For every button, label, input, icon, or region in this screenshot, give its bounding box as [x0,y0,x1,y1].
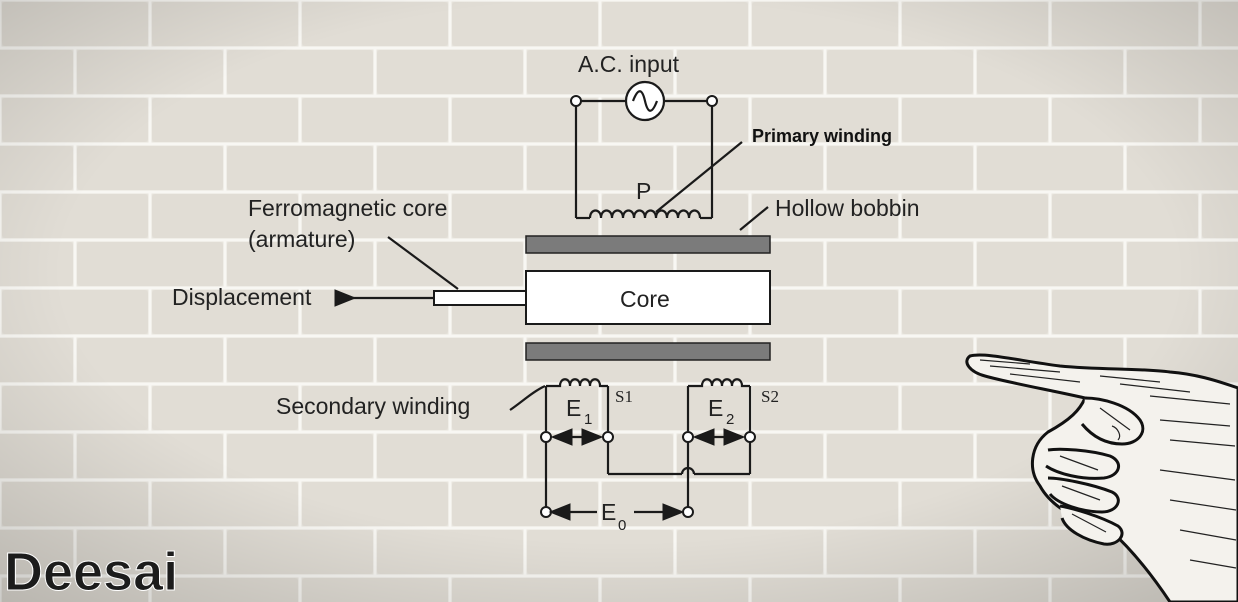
secondary-coil-s1 [546,378,608,388]
deesai-logo-text: Deesai [4,542,178,602]
secondary-winding-label: Secondary winding [276,393,470,419]
ac-terminal-right [706,95,718,107]
e0-label: E 0 [601,499,626,534]
ferro-core-label-line2: (armature) [248,226,355,252]
primary-coil [588,209,702,219]
hollow-bobbin-top [525,235,771,254]
secondary-winding-leader [509,385,546,411]
deesai-logo: Deesai [4,542,179,602]
hollow-bobbin-label: Hollow bobbin [775,195,919,221]
s2-terminal-left [682,431,694,443]
e1-label: E 1 [566,395,592,428]
core-block [525,270,771,325]
e2-label: E 2 [708,395,734,428]
s1-terminal-left [540,431,552,443]
hollow-bobbin-leader [739,206,769,231]
ferro-core-label-line1: Ferromagnetic core [248,195,447,221]
sine-wave-icon [631,90,659,112]
ac-terminal-left [570,95,582,107]
s2-label: S2 [761,387,779,406]
s1-terminal-right [602,431,614,443]
pointing-hand-illustration [965,353,1238,602]
s1-label: S1 [615,387,633,406]
svg-text:E: E [708,395,723,421]
ac-input-label: A.C. input [578,51,680,77]
output-terminal-right [682,506,694,518]
ferro-core-leader [387,236,459,290]
svg-text:0: 0 [618,517,626,534]
primary-winding-label: Primary winding [752,126,892,146]
svg-text:2: 2 [726,411,734,428]
displacement-label: Displacement [172,284,312,310]
armature-rod [433,290,527,306]
svg-text:E: E [601,499,616,525]
core-label: Core [620,286,670,312]
primary-winding-leader [655,141,743,213]
hollow-bobbin-bottom [525,342,771,361]
svg-text:1: 1 [584,411,592,428]
secondary-circuit: Secondary winding S1 S2 E 1 E 2 [276,378,779,534]
svg-text:E: E [566,395,581,421]
output-terminal-left [540,506,552,518]
ac-input-circuit: A.C. input P Primary winding [570,51,892,220]
s2-terminal-right [744,431,756,443]
secondary-coil-s2 [688,378,750,388]
transformer-body: Hollow bobbin Core Displacement Ferromag… [172,195,919,361]
primary-coil-label: P [636,178,651,204]
